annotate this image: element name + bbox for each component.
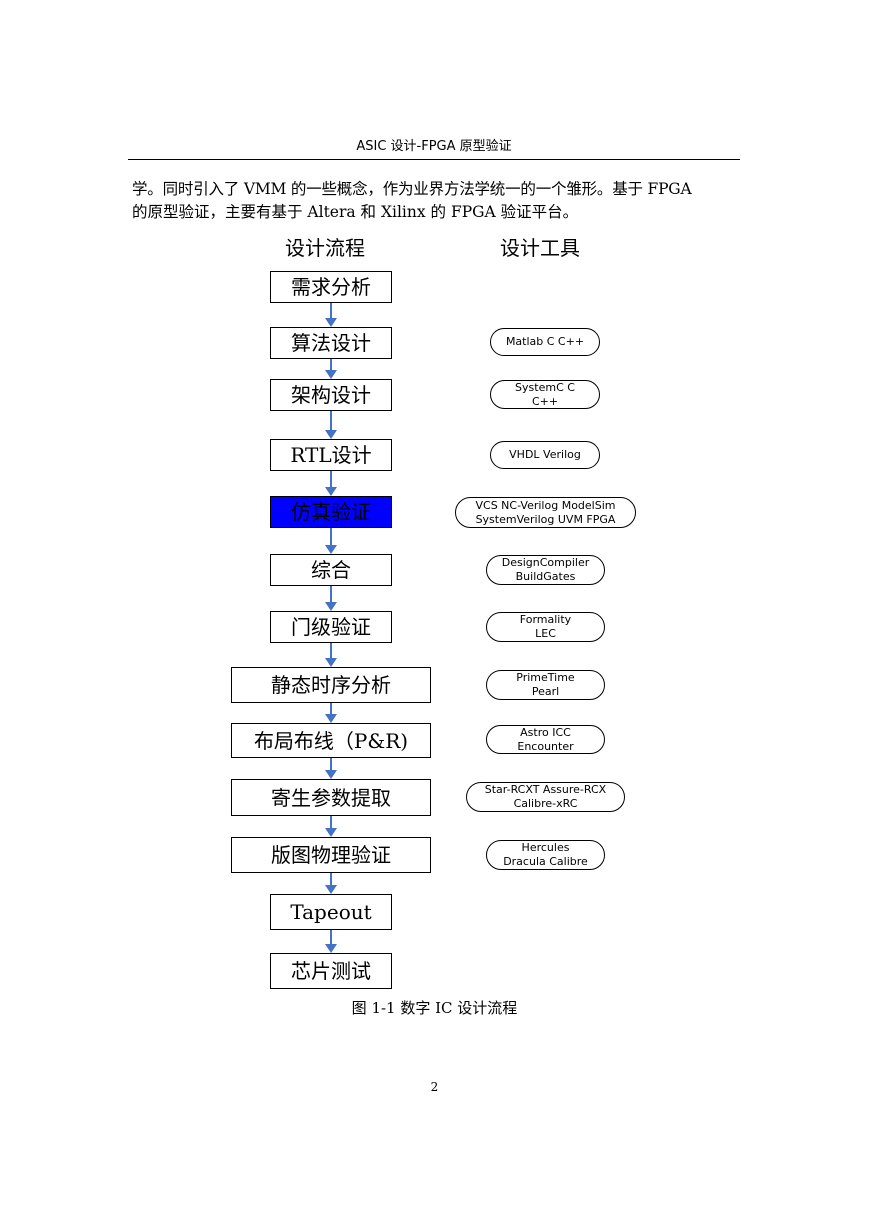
page-number: 2	[430, 1080, 439, 1094]
tool-label-algorithm: Matlab C C++	[490, 328, 600, 356]
step-algorithm-design: 算法设计	[270, 327, 392, 359]
tool-label-line: Calibre-xRC	[513, 797, 578, 810]
step-rtl-design: RTL设计	[270, 439, 392, 471]
tool-label-line: Dracula Calibre	[503, 855, 588, 868]
tool-label-line: DesignCompiler	[501, 556, 590, 569]
step-architecture-design: 架构设计	[270, 379, 392, 411]
tool-label-line: Pearl	[531, 685, 560, 698]
tool-label-line: PrimeTime	[516, 671, 575, 684]
tool-label-line: LEC	[535, 627, 556, 640]
tool-label-line: VCS NC-Verilog ModelSim	[475, 498, 616, 512]
tool-label-rtl: VHDL Verilog	[490, 441, 600, 469]
tool-label-line: SystemC C	[515, 380, 575, 394]
tool-label-architecture: SystemC C C++	[490, 380, 600, 409]
header-rule	[128, 159, 740, 160]
body-text-line-1: 学。同时引入了 VMM 的一些概念，作为业界方法学统一的一个雏形。基于 FPGA	[132, 180, 692, 198]
tool-label-line: C++	[531, 394, 559, 408]
tool-label-line: VHDL Verilog	[509, 448, 581, 461]
tools-column-heading: 设计工具	[500, 236, 580, 260]
tool-label-simulation: VCS NC-Verilog ModelSim SystemVerilog UV…	[455, 497, 636, 528]
step-synthesis: 综合	[270, 554, 392, 586]
tool-label-place-route: Astro ICC Encounter	[486, 725, 605, 754]
step-chip-test: 芯片测试	[270, 953, 392, 989]
body-text-line-2: 的原型验证，主要有基于 Altera 和 Xilinx 的 FPGA 验证平台。	[132, 203, 579, 221]
tool-label-gate-level: Formality LEC	[486, 612, 605, 642]
figure-caption: 图 1-1 数字 IC 设计流程	[351, 999, 518, 1017]
tool-label-line: Astro ICC	[520, 725, 571, 739]
tool-label-line: BuildGates	[515, 570, 576, 583]
running-header: ASIC 设计-FPGA 原型验证	[356, 139, 512, 154]
tool-label-extraction: Star-RCXT Assure-RCX Calibre-xRC	[466, 782, 625, 812]
step-tapeout: Tapeout	[270, 894, 392, 930]
tool-label-line: Hercules	[521, 841, 570, 854]
step-static-timing-analysis: 静态时序分析	[231, 667, 431, 703]
tool-label-timing: PrimeTime Pearl	[486, 670, 605, 700]
step-simulation-verification: 仿真验证	[270, 496, 392, 528]
step-place-and-route: 布局布线（P&R)	[231, 723, 431, 758]
tool-label-line: Formality	[519, 613, 572, 626]
tool-label-physical-verification: Hercules Dracula Calibre	[486, 840, 605, 870]
tool-label-line: SystemVerilog UVM FPGA	[475, 512, 616, 526]
step-gate-level-verification: 门级验证	[270, 611, 392, 643]
tool-label-line: Encounter	[517, 739, 574, 753]
flow-column-heading: 设计流程	[285, 236, 365, 260]
tool-label-synthesis: DesignCompiler BuildGates	[486, 555, 605, 585]
step-layout-physical-verification: 版图物理验证	[231, 837, 431, 873]
tool-label-line: Star-RCXT Assure-RCX	[484, 783, 607, 796]
tool-label-line: Matlab C C++	[505, 335, 585, 348]
step-requirements: 需求分析	[270, 271, 392, 303]
step-parasitic-extraction: 寄生参数提取	[231, 779, 431, 816]
